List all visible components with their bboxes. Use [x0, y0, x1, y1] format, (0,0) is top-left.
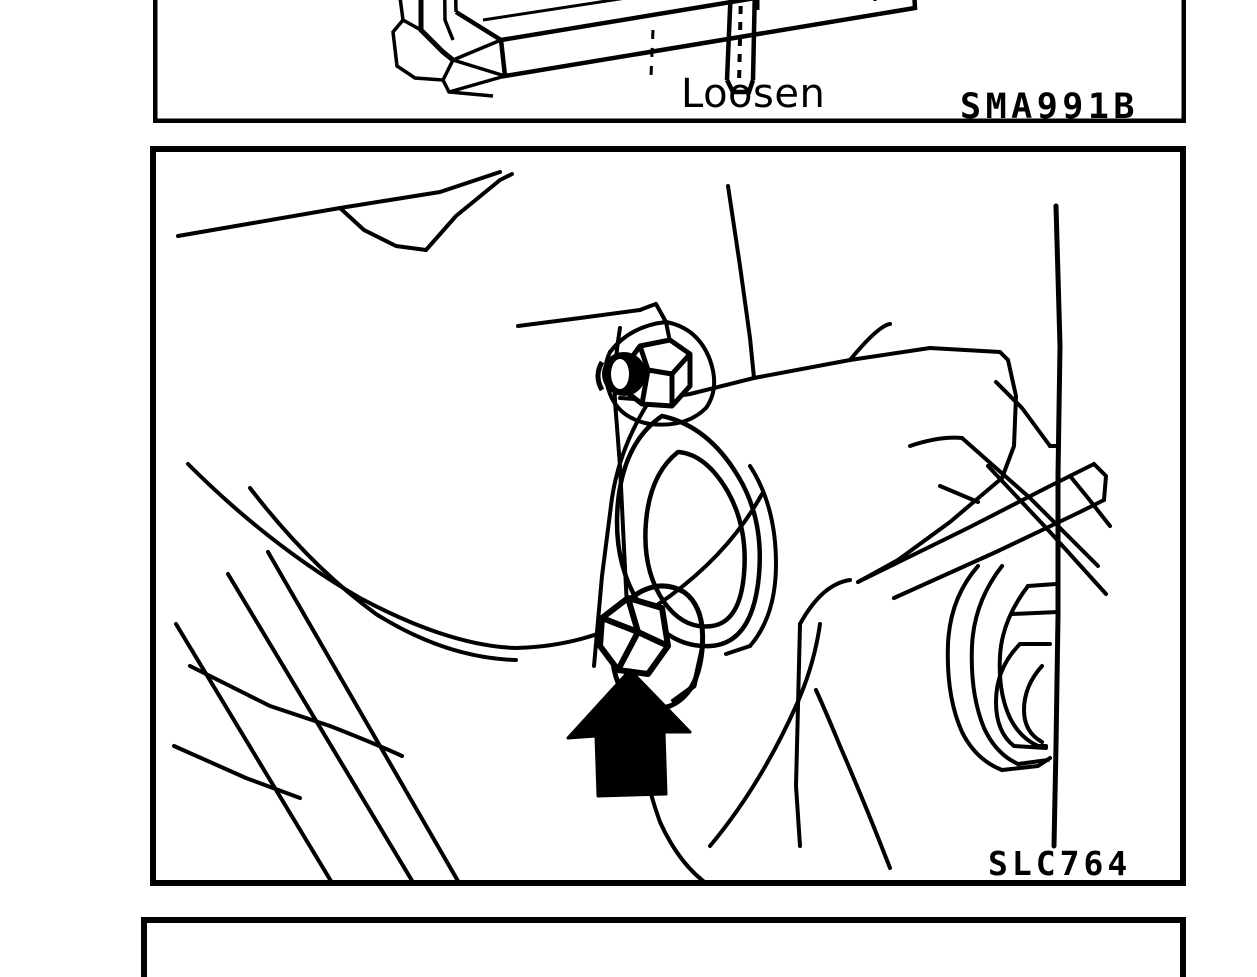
next-figure-panel-border	[141, 917, 1186, 977]
caption-loosen: Loosen	[681, 71, 826, 117]
figure-panel-main	[150, 146, 1186, 886]
panel-border	[150, 146, 1186, 886]
manual-page: Loosen SMA991B	[141, 0, 1186, 977]
pointer-arrow	[566, 668, 692, 798]
engine-compartment-bolt-illustration	[150, 146, 1186, 886]
radiator-drain-cock-illustration	[153, 0, 1186, 123]
figure-code-slc764: SLC764	[988, 844, 1132, 883]
figure-panel-top	[153, 0, 1186, 123]
figure-code-sma991b: SMA991B	[960, 87, 1140, 127]
figure-panel-bottom	[141, 917, 1186, 977]
upper-bolt-socket	[602, 352, 646, 396]
